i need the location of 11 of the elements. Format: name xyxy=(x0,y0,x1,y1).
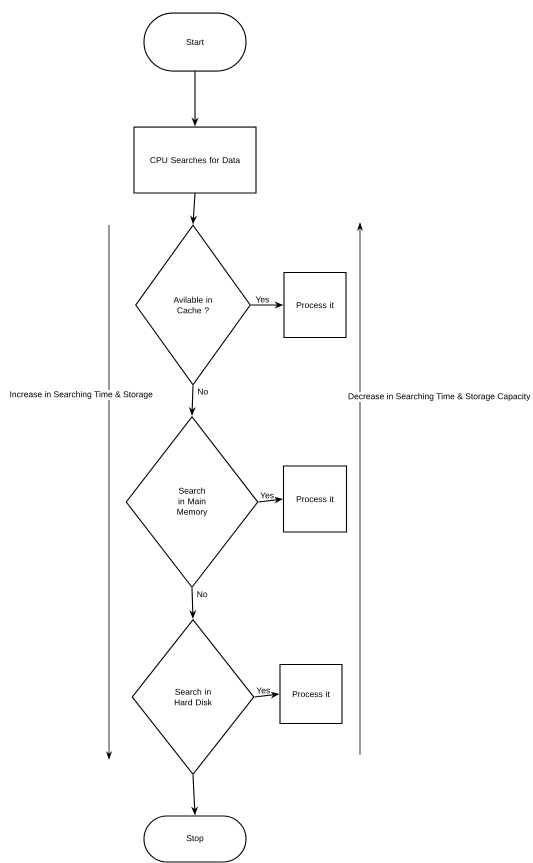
edge-label: No xyxy=(196,388,210,396)
axis-label: Decrease in Searching Time & Storage Capacity xyxy=(346,392,532,402)
edge-label: Yes xyxy=(259,491,276,500)
axis-label: Increase in Searching Time & Storage xyxy=(8,390,154,400)
edge-label: Yes xyxy=(255,686,272,694)
process-box: Process it xyxy=(283,272,347,338)
process-box: Process it xyxy=(282,465,348,533)
process-box: CPU Searches for Data xyxy=(133,126,257,194)
edge-label: No xyxy=(196,590,209,598)
edge-label: Yes xyxy=(254,296,270,304)
process-box: Process it xyxy=(279,664,343,724)
